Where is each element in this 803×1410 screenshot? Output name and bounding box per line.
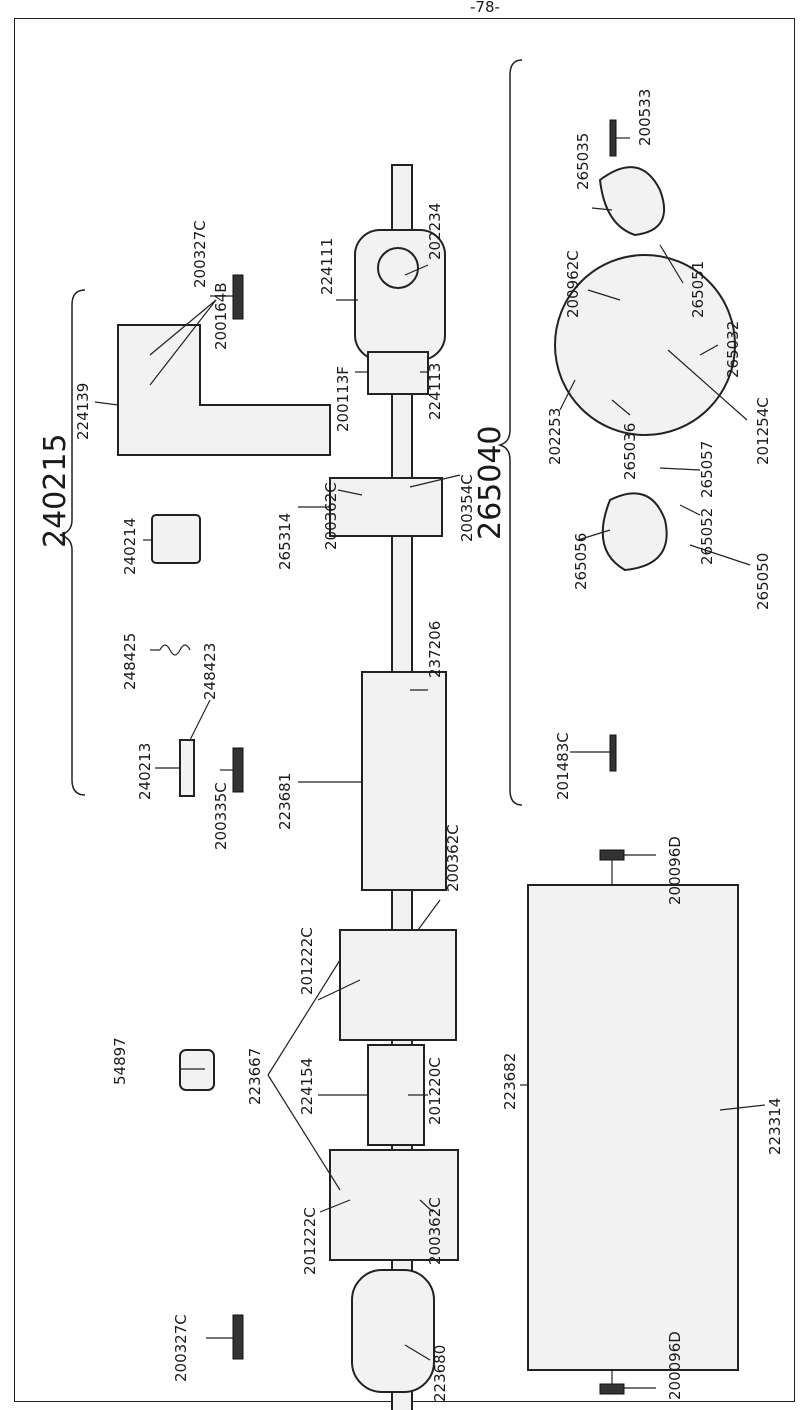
- label-224154: 224154: [298, 1058, 316, 1115]
- shaft-end-223680-drawing: [351, 1269, 435, 1393]
- label-200096D-bottom: 200096D: [666, 1331, 684, 1400]
- label-200096D-top: 200096D: [666, 836, 684, 905]
- label-201483C: 201483C: [554, 732, 572, 800]
- label-200354C: 200354C: [458, 474, 476, 542]
- label-223314: 223314: [766, 1098, 784, 1155]
- label-265032: 265032: [724, 321, 742, 378]
- leader-lines: [94, 137, 766, 1389]
- plate-223314-drawing: [527, 884, 739, 1371]
- label-223681: 223681: [276, 773, 294, 830]
- main-shaft-drawing: [329, 164, 459, 1410]
- pin-200327C-bottom-drawing: [232, 1314, 244, 1360]
- label-265036: 265036: [621, 423, 639, 480]
- label-265314: 265314: [276, 513, 294, 570]
- label-202253: 202253: [546, 408, 564, 465]
- label-223667: 223667: [246, 1048, 264, 1105]
- bushing-54897-drawing: [179, 1049, 215, 1091]
- label-265057: 265057: [698, 441, 716, 498]
- label-223680: 223680: [431, 1345, 449, 1402]
- brace-265040: [497, 59, 523, 806]
- label-200962C: 200962C: [564, 250, 582, 318]
- latch-265050-drawing: [601, 492, 668, 572]
- label-200362C-b: 200362C: [444, 824, 462, 892]
- pin-200327C-top-drawing: [232, 274, 244, 320]
- label-224111: 224111: [318, 238, 336, 295]
- label-201254C: 201254C: [754, 397, 772, 465]
- disc-202234-drawing: [377, 247, 419, 289]
- sleeve-223681-drawing: [361, 671, 447, 891]
- label-200335C: 200335C: [212, 782, 230, 850]
- screw-200533-drawing: [609, 119, 617, 157]
- latch-265051-drawing: [598, 166, 665, 237]
- label-237206: 237206: [426, 621, 444, 678]
- cam-265314-drawing: [329, 477, 443, 537]
- label-265052: 265052: [698, 508, 716, 565]
- label-265050: 265050: [754, 553, 772, 610]
- label-54897: 54897: [111, 1037, 129, 1085]
- label-223682: 223682: [501, 1053, 519, 1110]
- label-265051: 265051: [689, 261, 707, 318]
- label-200327C-top: 200327C: [191, 220, 209, 288]
- pin-200335C-drawing: [232, 747, 244, 793]
- gear-lower-drawing: [329, 1149, 459, 1261]
- label-265056: 265056: [572, 533, 590, 590]
- label-248423: 248423: [201, 643, 219, 700]
- sleeve-240214-drawing: [151, 514, 201, 564]
- label-200362C-c: 200362C: [426, 1197, 444, 1265]
- label-201222C-b: 201222C: [301, 1207, 319, 1275]
- label-265035: 265035: [574, 133, 592, 190]
- label-200362C-a: 200362C: [322, 482, 340, 550]
- gear-upper-drawing: [339, 929, 457, 1041]
- collar-224113-drawing: [367, 351, 429, 395]
- spring-248425-drawing: [159, 644, 191, 656]
- brace-240215: [59, 289, 86, 796]
- label-224113: 224113: [426, 363, 444, 420]
- label-200164B: 200164B: [212, 282, 230, 350]
- label-240214: 240214: [121, 518, 139, 575]
- cover-plate-drawing: [527, 849, 739, 1395]
- label-200113F: 200113F: [334, 366, 352, 432]
- screw-201483C-drawing: [609, 734, 617, 772]
- label-224139: 224139: [74, 383, 92, 440]
- label-240213: 240213: [136, 743, 154, 800]
- assembly-number-265040: 265040: [473, 425, 508, 540]
- disc-202253-drawing: [554, 254, 736, 436]
- label-248425: 248425: [121, 633, 139, 690]
- label-201222C-a: 201222C: [298, 927, 316, 995]
- label-202234: 202234: [426, 203, 444, 260]
- label-201220C: 201220C: [426, 1057, 444, 1125]
- label-200533: 200533: [636, 89, 654, 146]
- plunger-240213-drawing: [179, 739, 195, 797]
- assembly-number-240215: 240215: [38, 433, 73, 548]
- page-number-fragment: -78-: [470, 0, 500, 16]
- label-200327C-bottom: 200327C: [172, 1314, 190, 1382]
